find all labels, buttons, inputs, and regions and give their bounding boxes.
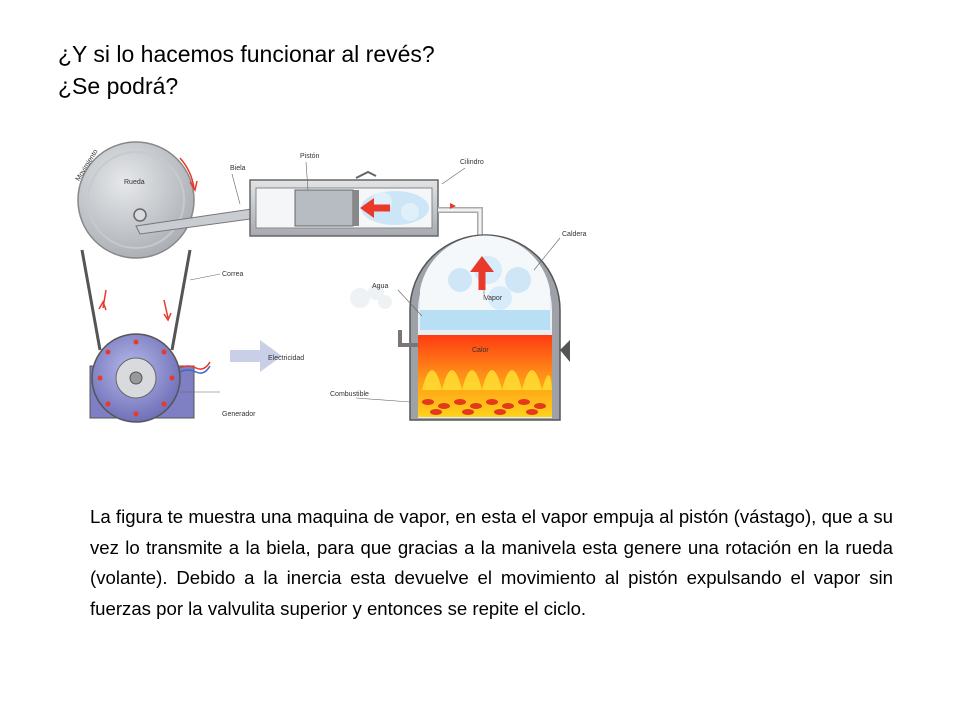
label-biela: Biela — [230, 165, 246, 172]
belt — [80, 249, 192, 351]
label-agua: Agua — [372, 283, 388, 290]
cylinder — [249, 170, 483, 252]
label-piston: Pistón — [300, 153, 320, 160]
label-electricidad: Electricidad — [268, 355, 304, 362]
label-vapor: Vapor — [484, 295, 503, 302]
steam-engine-diagram: Movimiento Rueda Biela Pistón Cilindro C… — [60, 140, 620, 430]
label-rueda: Rueda — [124, 179, 145, 186]
label-combustible: Combustible — [330, 391, 369, 398]
boiler — [350, 234, 570, 421]
title-line-1: ¿Y si lo hacemos funcionar al revés? — [58, 41, 435, 67]
label-generador: Generador — [222, 411, 256, 418]
label-calor: Calor — [472, 347, 489, 354]
slide-title: ¿Y si lo hacemos funcionar al revés? ¿Se… — [58, 38, 435, 102]
label-caldera: Caldera — [562, 231, 587, 238]
wheel — [77, 141, 198, 259]
description-paragraph: La figura te muestra una maquina de vapo… — [90, 506, 893, 619]
generator — [89, 333, 282, 423]
label-correa: Correa — [222, 271, 244, 278]
label-cilindro: Cilindro — [460, 159, 484, 166]
title-line-2: ¿Se podrá? — [58, 73, 179, 99]
steam-engine-illustration: Movimiento Rueda Biela Pistón Cilindro C… — [75, 141, 587, 423]
